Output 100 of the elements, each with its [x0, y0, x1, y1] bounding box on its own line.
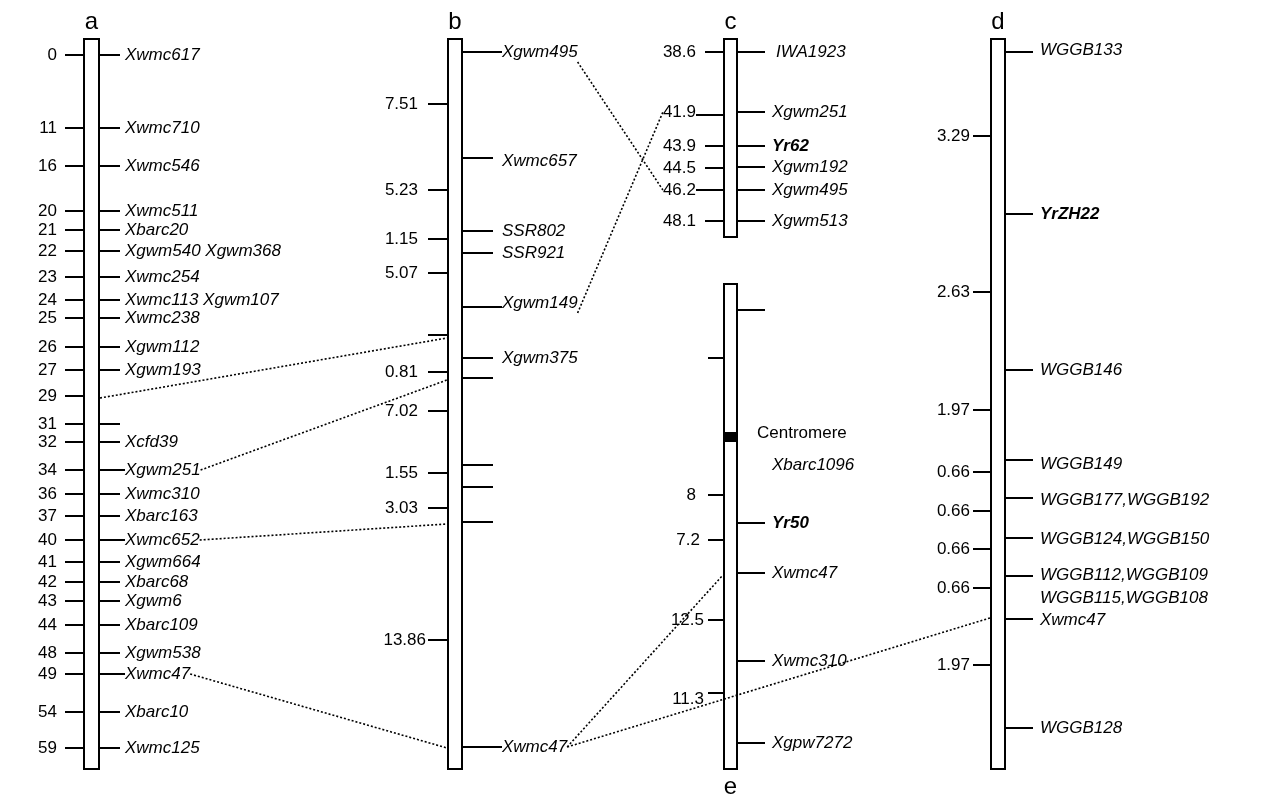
distance-value: 11.3 — [672, 689, 704, 709]
distance-value: 0.66 — [936, 501, 970, 521]
marker-name: Xgwm112 — [125, 337, 200, 357]
marker-name: Xgpw7272 — [772, 733, 853, 753]
distance-value: 54 — [38, 702, 57, 722]
tick-mark — [462, 746, 503, 748]
marker-name: Xwmc47 — [125, 664, 191, 684]
marker-name: WGGB112,WGGB109 — [1040, 565, 1208, 585]
distance-value: 48 — [38, 643, 57, 663]
dotted-connector — [189, 673, 448, 749]
tick-mark — [695, 189, 724, 191]
marker-name: WGGB128 — [1040, 718, 1123, 738]
tick-mark — [695, 114, 724, 116]
chromosome-label: c — [724, 8, 737, 34]
distance-value: 44.5 — [662, 158, 696, 178]
marker-name: Xgwm538 — [125, 643, 201, 663]
marker-name: Xbarc10 — [125, 702, 189, 722]
marker-name: WGGB115,WGGB108 — [1040, 588, 1208, 608]
marker-name: Xwmc710 — [125, 118, 200, 138]
distance-value: 41.9 — [662, 102, 696, 122]
marker-name: Xbarc1096 — [772, 455, 855, 475]
marker-name: SSR802 — [502, 221, 566, 241]
distance-value: 7.51 — [384, 94, 418, 114]
dotted-connector — [566, 574, 724, 748]
tick-mark — [462, 51, 503, 53]
chromosome-label: a — [84, 8, 99, 34]
distance-value: 36 — [38, 484, 57, 504]
distance-value: 42 — [38, 572, 57, 592]
dotted-connector — [576, 111, 664, 314]
marker-name: Xgwm251 — [772, 102, 848, 122]
marker-name: Xwmc617 — [125, 45, 200, 65]
distance-value: 5.23 — [384, 180, 418, 200]
distance-value: 0.81 — [384, 362, 418, 382]
marker-name: Xgwm251 — [125, 460, 201, 480]
marker-name: Xwmc310 — [125, 484, 200, 504]
distance-value: 32 — [38, 432, 57, 452]
distance-value: 38.6 — [662, 42, 696, 62]
distance-value: 5.07 — [384, 263, 418, 283]
marker-name: Xbarc68 — [125, 572, 189, 592]
distance-value: 3.03 — [384, 498, 418, 518]
distance-value: 1.97 — [936, 655, 970, 675]
distance-value: 0.66 — [936, 539, 970, 559]
distance-value: 46.2 — [662, 180, 696, 200]
marker-name: Xgwm193 — [125, 360, 201, 380]
dotted-connector — [198, 523, 448, 541]
distance-value: 29 — [38, 386, 57, 406]
gene-name: Yr50 — [772, 513, 809, 533]
dotted-connector — [99, 337, 448, 399]
distance-value: 3.29 — [936, 126, 970, 146]
distance-value: 1.97 — [936, 400, 970, 420]
distance-value: 49 — [38, 664, 57, 684]
marker-name: Xgwm664 — [125, 552, 201, 572]
distance-value: 43 — [38, 591, 57, 611]
distance-value: 23 — [38, 267, 57, 287]
marker-name: Xwmc546 — [125, 156, 200, 176]
distance-value: 22 — [38, 241, 57, 261]
marker-name: WGGB177,WGGB192 — [1040, 490, 1210, 510]
distance-value: 0.66 — [936, 462, 970, 482]
marker-name: Xgwm192 — [772, 157, 848, 177]
distance-value: 7.2 — [676, 530, 700, 550]
tick-mark — [99, 539, 126, 541]
marker-name: WGGB149 — [1040, 454, 1123, 474]
centromere-label: Centromere — [757, 423, 847, 443]
marker-name: Xwmc310 — [772, 651, 847, 671]
marker-name: Xgwm375 — [502, 348, 578, 368]
distance-value: 20 — [38, 201, 57, 221]
distance-value: 43.9 — [662, 136, 696, 156]
distance-value: 48.1 — [662, 211, 696, 231]
distance-value: 8 — [686, 485, 696, 505]
tick-mark — [99, 469, 126, 471]
distance-value: 40 — [38, 530, 57, 550]
distance-value: 26 — [38, 337, 57, 357]
distance-value: 12.5 — [670, 610, 704, 630]
marker-name: Xwmc125 — [125, 738, 200, 758]
distance-value: 27 — [38, 360, 57, 380]
marker-name: Xwmc511 — [125, 201, 199, 221]
distance-value: 41 — [38, 552, 57, 572]
marker-name: WGGB124,WGGB150 — [1040, 529, 1210, 549]
dotted-connector — [199, 379, 448, 471]
marker-name: SSR921 — [502, 243, 566, 263]
tick-mark — [462, 306, 503, 308]
marker-name: Xgwm6 — [125, 591, 182, 611]
chromosome-label: d — [991, 8, 1005, 34]
marker-name: Xwmc113 Xgwm107 — [125, 290, 279, 310]
marker-name: Xbarc109 — [125, 615, 198, 635]
marker-name: Xgwm495 — [772, 180, 848, 200]
distance-value: 11 — [39, 118, 57, 138]
marker-name: Xbarc163 — [125, 506, 198, 526]
distance-value: 25 — [38, 308, 57, 328]
gene-name: YrZH22 — [1040, 204, 1100, 224]
distance-value: 31 — [38, 414, 57, 434]
distance-value: 59 — [38, 738, 57, 758]
chromosome-label: b — [448, 8, 462, 34]
distance-value: 34 — [38, 460, 57, 480]
distance-value: 7.02 — [384, 401, 418, 421]
tick-mark — [99, 673, 126, 675]
marker-name: WGGB133 — [1040, 40, 1123, 60]
chromosome-label: e — [723, 773, 738, 799]
marker-name: Xwmc238 — [125, 308, 200, 328]
distance-value: 16 — [38, 156, 57, 176]
